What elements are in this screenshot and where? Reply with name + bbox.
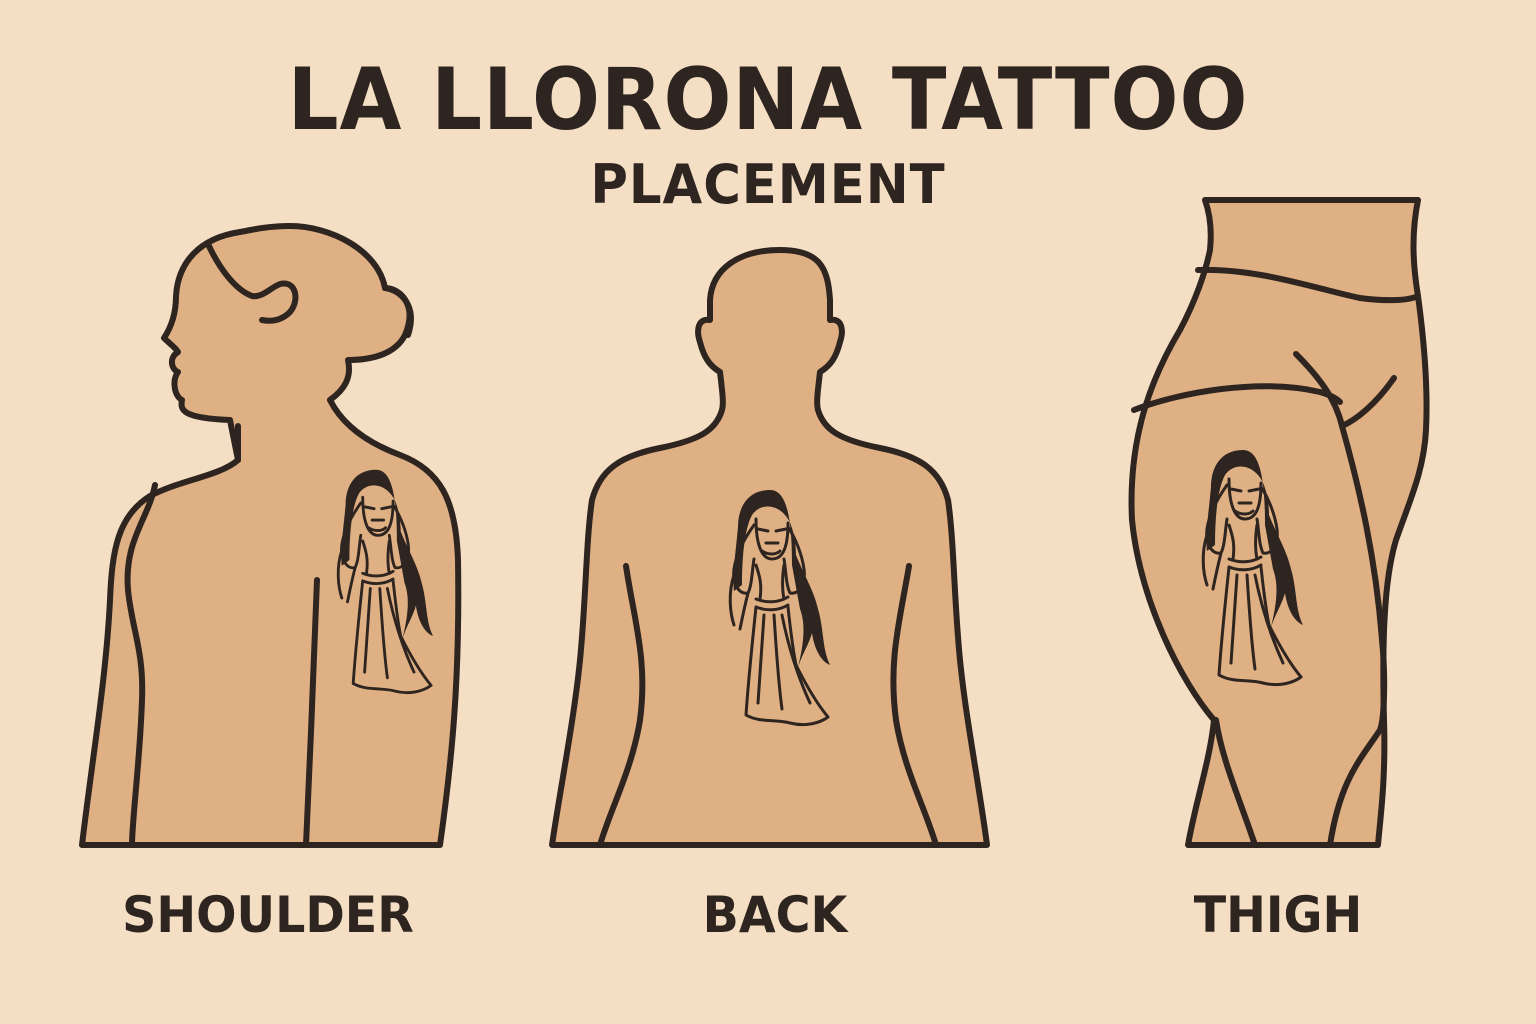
page-subtitle: PLACEMENT bbox=[590, 153, 946, 216]
label-back: BACK bbox=[702, 886, 848, 944]
label-thigh: THIGH bbox=[1193, 886, 1363, 944]
back-figure bbox=[549, 247, 990, 848]
label-shoulder: SHOULDER bbox=[122, 886, 414, 944]
thigh-figure bbox=[1128, 197, 1430, 848]
page-title: LA LLORONA TATTOO bbox=[287, 50, 1249, 150]
shoulder-figure bbox=[79, 223, 462, 848]
